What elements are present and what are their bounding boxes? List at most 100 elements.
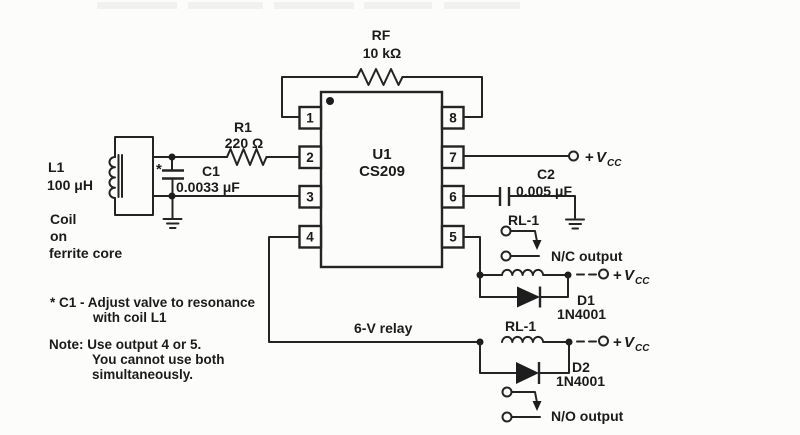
diode-d2-symbol [516,362,539,384]
resistor-rf-symbol [356,68,404,86]
vcc-plus: + [613,334,622,351]
relay-coil-symbol [501,268,545,276]
contact-armature [510,230,538,243]
relay2-label: RL-1 [505,318,536,334]
junction-dot [168,192,176,200]
relay-1-coil-circuit: + V CC D1 1N4001 [464,236,650,322]
contact-armature [511,391,538,404]
l1-desc-line1: Coil [50,211,76,227]
vcc-subscript: CC [635,343,650,354]
ic-body [319,90,444,269]
no-contact-set: N/O output [501,386,624,424]
usage-note-line3: simultaneously. [92,367,193,382]
c2-network: C2 0.005 μF [462,166,585,230]
contact-terminal-icon [500,250,512,262]
usage-note-line2: You cannot use both [92,352,225,367]
artifact-smudge [274,2,354,9]
artifact-smudge [97,2,177,9]
pin-number-6: 6 [449,190,457,205]
relay-wire-pin4: 6-V relay [268,236,481,343]
wire [479,341,517,374]
ic-ref: U1 [372,146,391,163]
junction-dot [476,271,484,279]
relay-type-note: 6-V relay [354,320,413,336]
vcc-terminal-icon [568,150,579,162]
pin-number-5: 5 [449,230,457,245]
vcc-plus: + [613,267,622,284]
d1-value: 1N4001 [557,306,606,322]
vcc-symbol: V [596,149,608,166]
coil-frame [114,136,154,216]
notes: * C1 - Adjust valve to resonance with co… [49,295,256,382]
nc-output-label: N/C output [551,248,623,264]
pin-number-7: 7 [449,150,457,165]
resistor-r1-symbol [226,148,268,166]
arrow-down-icon [532,240,542,250]
ic-part: CS209 [359,163,405,180]
l1-desc-line3: ferrite core [49,245,122,261]
l1-desc-line2: on [50,228,67,244]
c2-label: C2 [537,166,555,182]
vcc-plus: + [585,149,594,166]
input-tank-circuit: L1 100 μH Coil on ferrite core R1 220 Ω … [47,119,300,261]
r1-value: 220 Ω [225,135,263,151]
cropped-text-artifact [97,2,520,9]
no-output-label: N/O output [551,408,624,424]
pin-number-8: 8 [449,111,457,126]
vcc-subscript: CC [635,276,650,287]
rf-label: RF [372,27,391,43]
pin-box-5 [440,224,465,249]
d1-label: D1 [577,292,595,308]
artifact-smudge [364,2,432,9]
diode-d1-symbol [517,286,540,308]
wire [538,341,570,374]
wire [509,195,576,219]
ground-icon [565,218,585,230]
ground-icon [162,218,183,229]
wire [268,236,481,343]
ferrite-core-lines [117,154,123,198]
contact-terminal-icon [501,386,513,398]
relay1-contact-label: RL-1 [508,212,539,228]
r1-label: R1 [234,119,252,135]
arrow-down-icon [532,401,542,411]
rf-feedback-network: RF 10 kΩ [281,27,483,118]
contact-terminal-icon [500,225,512,237]
vcc-symbol: V [624,334,636,351]
artifact-smudge [188,2,263,9]
capacitor-c1-symbol [162,169,184,180]
ic-u1: U1 CS209 1 2 3 4 8 7 6 5 [298,90,465,269]
usage-note-line1: Note: Use output 4 or 5. [49,337,201,352]
pin-number-1: 1 [306,111,314,126]
c1-footnote-marker: * [156,161,162,178]
wire [281,76,358,118]
wire [401,76,483,118]
rf-value: 10 kΩ [363,45,401,61]
pin-number-3: 3 [306,190,314,205]
pin-box-8 [440,105,465,130]
vcc-terminal-icon [598,335,609,347]
nc-contact-set: RL-1 N/C output [500,212,623,264]
c1-label: C1 [202,163,220,179]
pin-box-7 [440,145,465,170]
junction-dot [168,153,176,161]
l1-value: 100 μH [47,177,93,193]
vcc-terminal-pin7: + V CC [463,149,622,169]
artifact-smudge [444,2,520,9]
c2-value: 0.005 μF [516,183,572,199]
pin-number-4: 4 [306,230,314,245]
c1-note-line1: * C1 - Adjust valve to resonance [50,295,256,310]
pin-box-1 [298,105,323,130]
pin1-indicator-dot [326,97,334,105]
l1-label: L1 [48,159,65,175]
vcc-subscript: CC [607,158,622,169]
c1-value: 0.0033 μF [176,179,240,195]
wire [464,236,481,298]
relay-2-coil-circuit: RL-1 + V CC D2 1N4001 [476,318,650,389]
vcc-symbol: V [624,267,636,284]
inductor-l1-symbol [108,156,116,199]
c1-note-line2: with coil L1 [92,310,167,325]
vcc-terminal-icon [598,268,609,280]
